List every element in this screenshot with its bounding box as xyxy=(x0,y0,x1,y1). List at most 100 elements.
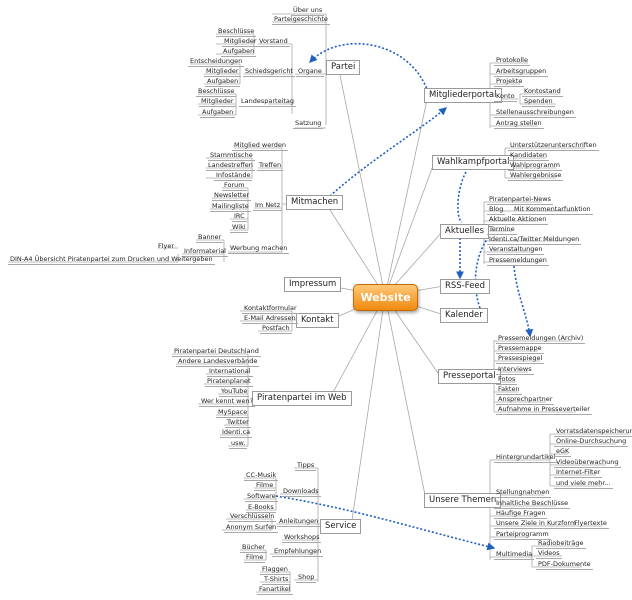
node-t-shirts[interactable]: T-Shirts xyxy=(262,575,291,585)
node-satzung[interactable]: Satzung xyxy=(293,119,324,129)
node-pressemappe[interactable]: Pressemappe xyxy=(496,344,544,354)
node-blog[interactable]: Blog xyxy=(487,205,506,215)
node-web-piratenplanet[interactable]: Piratenplanet xyxy=(205,377,253,387)
node-und-viele-mehr[interactable]: und viele mehr... xyxy=(554,479,613,489)
node-internet-filter[interactable]: Internet-Filter xyxy=(554,468,603,478)
node-kontakt[interactable]: Kontakt xyxy=(296,313,339,328)
node-partei[interactable]: Partei xyxy=(326,60,361,75)
node-schiedsgericht-mitglieder[interactable]: Mitglieder xyxy=(204,67,241,77)
node-newsletter[interactable]: Newsletter xyxy=(212,191,252,201)
node-web-international[interactable]: International xyxy=(207,367,253,377)
node-shop[interactable]: Shop xyxy=(296,573,317,583)
node-web-wer-kennt-wen[interactable]: Wer kennt wen? xyxy=(199,397,256,407)
node-web-usw[interactable]: usw. xyxy=(229,439,248,449)
node-mitgliederportal[interactable]: Mitgliederportal xyxy=(424,88,502,103)
node-pdf-dokumente[interactable]: PDF-Dokumente xyxy=(536,560,593,570)
root-node-website[interactable]: Website xyxy=(353,284,418,311)
node-empfehlungen-filme[interactable]: Filme xyxy=(244,553,266,563)
node-werbung-machen[interactable]: Werbung machen xyxy=(228,244,290,254)
node-stellenausschreibungen[interactable]: Stellenausschreibungen xyxy=(494,108,576,118)
node-inhaltliche-beschluesse[interactable]: Inhaltliche Beschlüsse xyxy=(494,499,571,509)
node-service[interactable]: Service xyxy=(320,519,362,534)
node-termine[interactable]: Termine xyxy=(487,225,517,235)
node-online-durchsuchung[interactable]: Online-Durchsuchung xyxy=(554,437,629,447)
node-downloads[interactable]: Downloads xyxy=(281,487,321,497)
node-ansprechpartner[interactable]: Ansprechpartner xyxy=(496,395,555,405)
node-pressespiegel[interactable]: Pressespiegel xyxy=(496,354,545,364)
node-projekte[interactable]: Projekte xyxy=(494,77,525,87)
node-mitglied-werden[interactable]: Mitglied werden xyxy=(232,141,289,151)
node-din-a4-uebersicht[interactable]: DIN-A4 Übersicht Piratenpartei zum Druck… xyxy=(8,255,215,265)
node-web-piratenpartei-deutschland[interactable]: Piratenpartei Deutschland xyxy=(172,347,261,357)
node-piratenpartei-news[interactable]: Piratenpartei-News xyxy=(487,195,553,205)
node-radiobeitraege[interactable]: Radiobeiträge xyxy=(536,539,586,549)
node-workshops[interactable]: Workshops xyxy=(282,533,322,543)
node-parteigeschichte[interactable]: Parteigeschichte xyxy=(272,15,330,25)
node-e-books[interactable]: E-Books xyxy=(246,503,276,513)
node-vorstand-beschluesse[interactable]: Beschlüsse xyxy=(216,27,257,37)
node-landestreffen[interactable]: Landestreffen xyxy=(206,161,255,171)
node-verschluesseln[interactable]: Verschlüsseln xyxy=(228,512,277,522)
node-konto[interactable]: Konto xyxy=(494,92,517,102)
node-tipps[interactable]: Tipps xyxy=(295,461,317,471)
node-wahlkampfportal[interactable]: Wahlkampfportal xyxy=(432,155,515,170)
node-web-myspace[interactable]: MySpace xyxy=(216,408,250,418)
node-videoueberwachung[interactable]: Videoüberwachung xyxy=(554,458,621,468)
node-web-identica[interactable]: Identi.ca xyxy=(220,428,253,438)
node-cc-musik[interactable]: CC-Musik xyxy=(244,471,279,481)
node-identica-twitter-meldungen[interactable]: Identi.ca/Twitter Meldungen xyxy=(487,235,582,245)
node-organe[interactable]: Organe xyxy=(296,67,324,77)
node-anleitungen[interactable]: Anleitungen xyxy=(277,517,321,527)
node-vorratsdatenspeicherung[interactable]: Vorratsdatenspeicherung xyxy=(554,428,632,437)
node-videos[interactable]: Videos xyxy=(536,549,562,559)
node-treffen[interactable]: Treffen xyxy=(257,161,284,171)
node-vorstand-aufgaben[interactable]: Aufgaben xyxy=(221,47,257,57)
node-interviews[interactable]: Interviews xyxy=(496,365,534,375)
node-kalender[interactable]: Kalender xyxy=(440,308,488,323)
node-fotos[interactable]: Fotos xyxy=(496,375,518,385)
node-vorstand-mitglieder[interactable]: Mitglieder xyxy=(222,37,259,47)
node-anonym-surfen[interactable]: Anonym Surfen xyxy=(224,523,279,533)
node-infostaende[interactable]: Infostände xyxy=(214,171,253,181)
node-wahlergebnisse[interactable]: Wahlergebnisse xyxy=(508,171,564,181)
node-wiki[interactable]: Wiki xyxy=(230,223,248,233)
node-empfehlungen[interactable]: Empfehlungen xyxy=(272,547,324,557)
node-unsere-ziele-kurzform[interactable]: Unsere Ziele in Kurzform xyxy=(494,519,579,529)
node-landesparteitag-mitglieder[interactable]: Mitglieder xyxy=(199,97,236,107)
node-landesparteitag[interactable]: Landesparteitag xyxy=(239,97,297,107)
node-buecher[interactable]: Bücher xyxy=(240,543,267,553)
node-kontaktformular[interactable]: Kontaktformular xyxy=(242,304,299,314)
node-fakten[interactable]: Fakten xyxy=(496,385,522,395)
node-mitmachen[interactable]: Mitmachen xyxy=(286,195,344,210)
node-informaterial[interactable]: Informaterial xyxy=(182,247,228,257)
node-protokolle[interactable]: Protokolle xyxy=(494,56,530,66)
node-software[interactable]: Software xyxy=(245,492,278,502)
node-impressum[interactable]: Impressum xyxy=(284,277,342,292)
node-aufnahme-presseverteiler[interactable]: Aufnahme in Presseverteiler xyxy=(496,405,592,415)
node-mailingliste[interactable]: Mailingliste xyxy=(210,202,251,212)
node-stammtische[interactable]: Stammtische xyxy=(208,151,255,161)
node-downloads-filme[interactable]: Filme xyxy=(254,481,276,491)
node-web-twitter[interactable]: Twitter xyxy=(225,418,251,428)
node-veranstaltungen[interactable]: Veranstaltungen xyxy=(487,245,545,255)
node-flaggen[interactable]: Flaggen xyxy=(260,565,290,575)
node-mit-kommentarfunktion[interactable]: Mit Kommentarfunktion xyxy=(512,205,593,215)
node-web-andere-landesverbaende[interactable]: Andere Landesverbände xyxy=(176,357,260,367)
node-stellungnahmen[interactable]: Stellungnahmen xyxy=(494,488,552,498)
node-forum[interactable]: Forum xyxy=(222,181,247,191)
node-aktuelles[interactable]: Aktuelles xyxy=(440,224,490,239)
node-presseportal[interactable]: Presseportal xyxy=(438,369,501,384)
node-landesparteitag-beschluesse[interactable]: Beschlüsse xyxy=(196,87,237,97)
node-haeufige-fragen[interactable]: Häufige Fragen xyxy=(494,509,548,519)
node-schiedsgericht[interactable]: Schiedsgericht xyxy=(243,67,295,77)
node-ueber-uns[interactable]: Über uns xyxy=(291,6,325,16)
node-multimedia[interactable]: Multimedia xyxy=(494,550,535,560)
node-wahlprogramm[interactable]: Wahlprogramm xyxy=(508,161,562,171)
node-piratenpartei-im-web[interactable]: Piratenpartei im Web xyxy=(252,391,352,406)
node-vorstand[interactable]: Vorstand xyxy=(257,37,290,47)
node-pressemeldungen-archiv[interactable]: Pressemeldungen (Archiv) xyxy=(496,334,586,344)
node-hintergrundartikel[interactable]: Hintergrundartikel xyxy=(494,453,558,463)
node-unsere-themen[interactable]: Unsere Themen xyxy=(424,493,502,508)
node-im-netz[interactable]: Im Netz xyxy=(253,201,283,211)
node-kontostand[interactable]: Kontostand xyxy=(522,87,563,97)
